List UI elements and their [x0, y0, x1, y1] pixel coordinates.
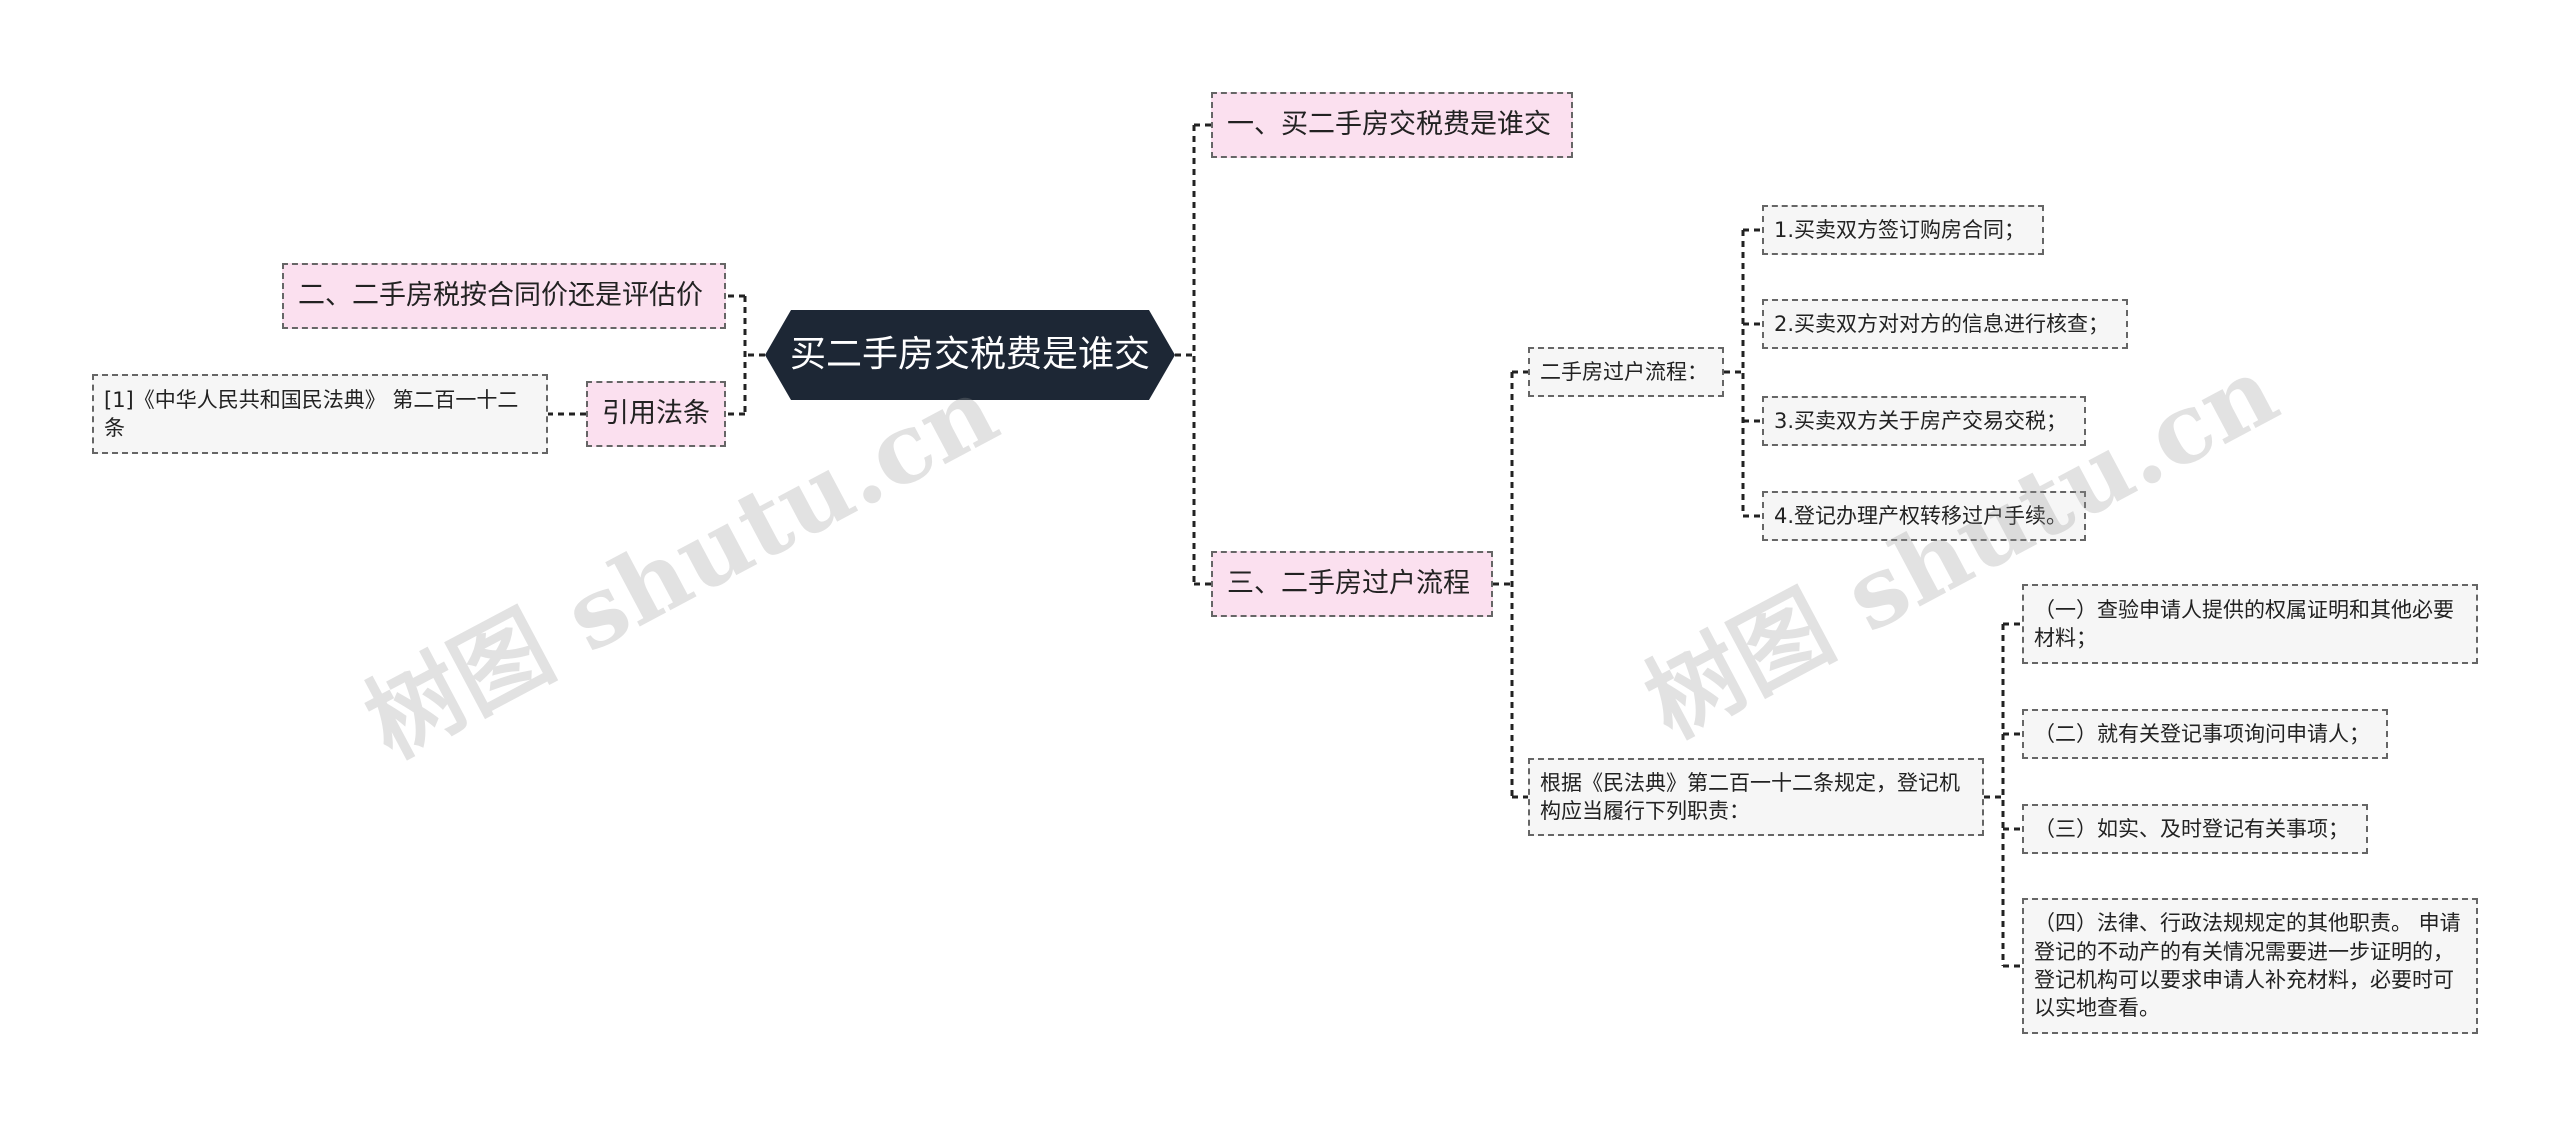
node-duty-3[interactable]: （三）如实、及时登记有关事项；	[2022, 804, 2368, 854]
node-duty-4[interactable]: （四）法律、行政法规规定的其他职责。 申请登记的不动产的有关情况需要进一步证明的…	[2022, 898, 2478, 1034]
node-duty-4-label: （四）法律、行政法规规定的其他职责。 申请登记的不动产的有关情况需要进一步证明的…	[2034, 911, 2461, 1021]
node-duties[interactable]: 根据《民法典》第二百一十二条规定，登记机构应当履行下列职责：	[1528, 758, 1984, 836]
node-duty-1-label: （一）查验申请人提供的权属证明和其他必要材料；	[2034, 597, 2454, 650]
node-duty-2[interactable]: （二）就有关登记事项询问申请人；	[2022, 709, 2388, 759]
node-branch-transfer-process[interactable]: 三、二手房过户流程	[1211, 551, 1493, 617]
node-step-4-label: 4.登记办理产权转移过户手续。	[1774, 503, 2068, 528]
node-tax-basis[interactable]: 二、二手房税按合同价还是评估价	[282, 263, 726, 329]
node-step-3[interactable]: 3.买卖双方关于房产交易交税；	[1762, 396, 2086, 446]
node-step-1-label: 1.买卖双方签订购房合同；	[1774, 217, 2026, 242]
node-step-4[interactable]: 4.登记办理产权转移过户手续。	[1762, 491, 2086, 541]
root-node[interactable]: 买二手房交税费是谁交	[765, 310, 1175, 400]
node-citation-text[interactable]: [1]《中华人民共和国民法典》 第二百一十二条	[92, 374, 548, 454]
node-tax-basis-label: 二、二手房税按合同价还是评估价	[298, 279, 703, 311]
node-citation-text-label: [1]《中华人民共和国民法典》 第二百一十二条	[104, 387, 519, 440]
node-citation-title-label: 引用法条	[602, 397, 710, 429]
node-duties-label: 根据《民法典》第二百一十二条规定，登记机构应当履行下列职责：	[1540, 770, 1960, 823]
node-branch-transfer-process-label: 三、二手房过户流程	[1227, 567, 1470, 599]
root-label: 买二手房交税费是谁交	[789, 333, 1150, 375]
node-citation-title[interactable]: 引用法条	[586, 381, 726, 447]
node-step-1[interactable]: 1.买卖双方签订购房合同；	[1762, 205, 2044, 255]
node-branch-who-pays[interactable]: 一、买二手房交税费是谁交	[1211, 92, 1573, 158]
node-step-2-label: 2.买卖双方对对方的信息进行核查；	[1774, 311, 2110, 336]
node-process[interactable]: 二手房过户流程：	[1528, 347, 1724, 397]
node-step-2[interactable]: 2.买卖双方对对方的信息进行核查；	[1762, 299, 2128, 349]
node-branch-who-pays-label: 一、买二手房交税费是谁交	[1227, 108, 1551, 140]
node-duty-1[interactable]: （一）查验申请人提供的权属证明和其他必要材料；	[2022, 584, 2478, 664]
node-duty-3-label: （三）如实、及时登记有关事项；	[2034, 816, 2349, 841]
node-step-3-label: 3.买卖双方关于房产交易交税；	[1774, 408, 2068, 433]
node-duty-2-label: （二）就有关登记事项询问申请人；	[2034, 721, 2370, 746]
node-process-label: 二手房过户流程：	[1540, 359, 1708, 384]
